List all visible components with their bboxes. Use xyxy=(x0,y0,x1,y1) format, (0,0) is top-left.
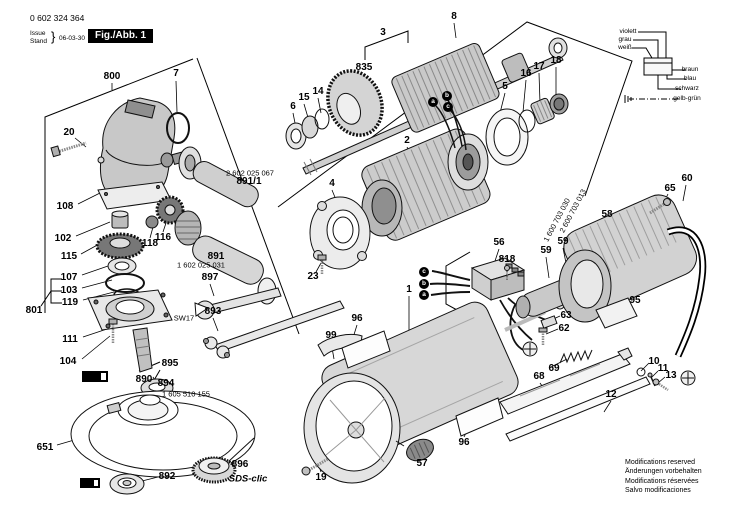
stand-label: Stand xyxy=(30,38,47,46)
modifications-notice: Modifications reserved Änderungen vorbeh… xyxy=(625,458,702,495)
document-number: 0 602 324 364 xyxy=(30,13,85,23)
modifications-line-de: Änderungen vorbehalten xyxy=(625,468,702,476)
issue-date: 06-03-30 xyxy=(59,35,86,42)
modifications-line-es: Salvo modificaciones xyxy=(625,486,691,494)
figure-label: Fig./Abb. 1 xyxy=(88,29,154,43)
issue-label: Issue xyxy=(30,30,46,37)
issue-stand-block: Issue Stand xyxy=(30,30,47,46)
modifications-line-en: Modifications reserved xyxy=(625,459,696,466)
modifications-line-fr: Modifications réservées xyxy=(625,477,699,485)
issue-brace: } xyxy=(51,29,56,44)
